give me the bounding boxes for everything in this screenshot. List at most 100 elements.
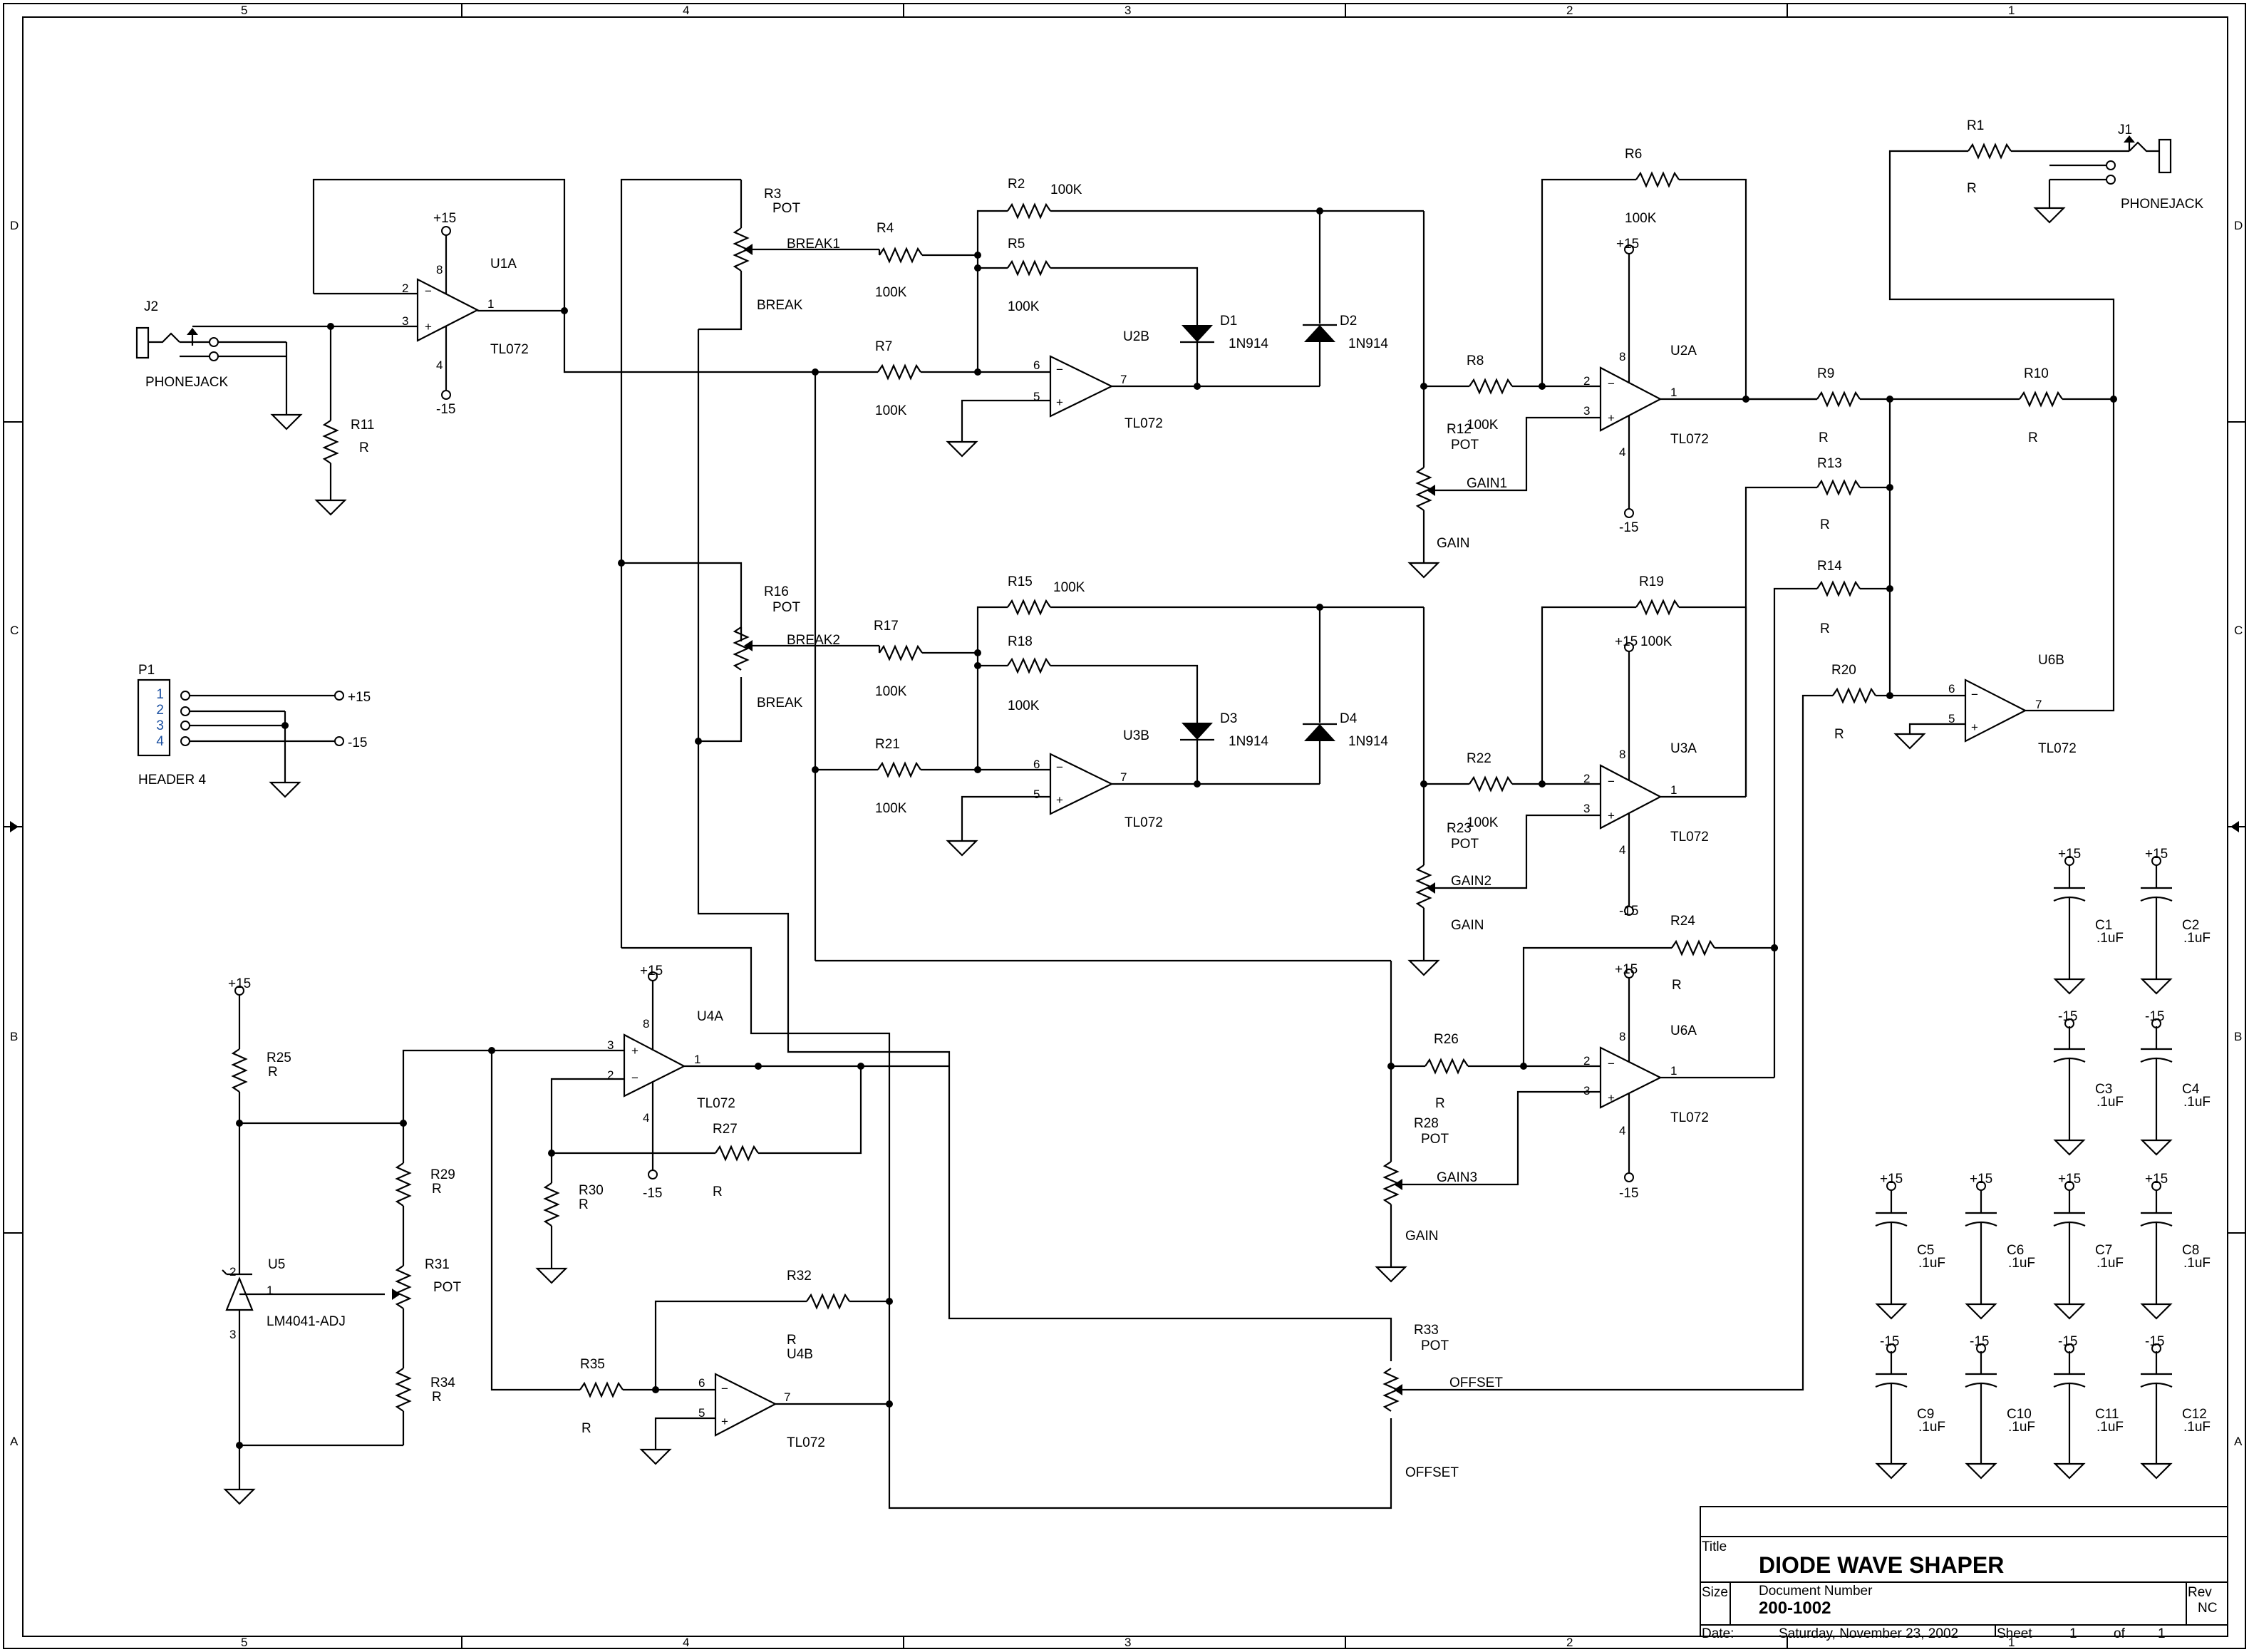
- svg-text:of: of: [2114, 1626, 2126, 1641]
- opamp-u4b: 6 5 7 − + U4B TL072: [640, 1347, 893, 1465]
- resistor-r8: R8 100K: [1420, 211, 1601, 433]
- diode-d1: D1 1N914: [1180, 314, 1268, 386]
- svg-text:2: 2: [1583, 374, 1590, 388]
- svg-text:R: R: [1435, 1096, 1445, 1111]
- svg-text:J1: J1: [2118, 123, 2132, 138]
- svg-text:100K: 100K: [1008, 698, 1040, 713]
- svg-text:5: 5: [241, 4, 247, 17]
- capacitor-c10: -15 C10 .1uF: [1964, 1334, 2035, 1480]
- header-p1: 1 2 3 4 +15 -15 P1 HEADER 4: [137, 663, 371, 798]
- svg-text:R34: R34: [430, 1375, 455, 1390]
- svg-text:TL072: TL072: [1670, 1110, 1709, 1125]
- svg-text:100K: 100K: [1640, 634, 1672, 649]
- opamp-u6b: 6 5 7 − + U6B TL072: [1888, 150, 2115, 756]
- svg-text:4: 4: [683, 1636, 689, 1649]
- resistor-r35: R35 R: [490, 1050, 715, 1436]
- svg-text:C7: C7: [2095, 1243, 2112, 1258]
- svg-text:A: A: [10, 1435, 19, 1448]
- pot-r16: R16 POT BREAK2 BREAK: [733, 584, 879, 711]
- svg-text:R: R: [579, 1197, 589, 1212]
- svg-text:C: C: [10, 624, 19, 637]
- resistor-r11: R11 R: [315, 323, 374, 516]
- svg-text:BREAK1: BREAK1: [787, 237, 840, 252]
- resistor-r30: R30 R: [536, 1153, 604, 1284]
- svg-text:+15: +15: [2058, 1172, 2081, 1187]
- svg-text:-15: -15: [2145, 1334, 2164, 1349]
- svg-text:R30: R30: [579, 1183, 604, 1198]
- svg-text:A: A: [2234, 1435, 2243, 1448]
- svg-text:4: 4: [683, 4, 689, 17]
- svg-text:R: R: [787, 1333, 797, 1348]
- resistor-r22: R22 100K: [1420, 607, 1601, 830]
- svg-text:5: 5: [1033, 390, 1040, 403]
- svg-text:R4: R4: [877, 221, 894, 236]
- svg-text:C6: C6: [2007, 1243, 2024, 1258]
- svg-text:-15: -15: [2058, 1334, 2077, 1349]
- svg-text:R: R: [1834, 727, 1844, 742]
- svg-text:4: 4: [1619, 843, 1625, 857]
- opamp-u3a: 2 3 1 8 4 − + +15 -15 U3A TL072 R19 100K: [1541, 574, 1747, 919]
- svg-text:R11: R11: [351, 418, 374, 433]
- svg-text:+: +: [425, 320, 432, 334]
- date: Saturday, November 23, 2002: [1779, 1626, 1958, 1641]
- capacitor-c5: +15 C5 .1uF: [1874, 1172, 1945, 1320]
- svg-text:Rev: Rev: [2188, 1585, 2212, 1600]
- svg-text:100K: 100K: [1625, 211, 1657, 226]
- resistor-r29: R29 R: [395, 1123, 455, 1266]
- svg-text:U4B: U4B: [787, 1347, 813, 1362]
- svg-text:U1A: U1A: [490, 257, 517, 272]
- svg-text:BREAK: BREAK: [757, 298, 803, 313]
- svg-text:−: −: [1608, 1057, 1615, 1070]
- svg-text:R17: R17: [874, 619, 899, 634]
- resistor-r25: +15 R25 R: [228, 976, 407, 1127]
- svg-text:Sheet: Sheet: [1997, 1626, 2032, 1641]
- svg-text:Document Number: Document Number: [1759, 1584, 1873, 1599]
- svg-text:GAIN3: GAIN3: [1437, 1170, 1477, 1185]
- title-block: Title DIODE WAVE SHAPER Size Document Nu…: [1700, 1506, 2228, 1641]
- svg-text:POT: POT: [1451, 438, 1479, 453]
- title-label: Title: [1702, 1539, 1727, 1554]
- svg-text:C2: C2: [2182, 918, 2199, 933]
- svg-text:R24: R24: [1670, 914, 1695, 929]
- svg-text:1: 1: [1670, 1064, 1677, 1078]
- svg-text:2: 2: [1583, 772, 1590, 785]
- svg-text:R35: R35: [580, 1357, 605, 1372]
- svg-text:+15: +15: [2145, 1172, 2168, 1187]
- svg-text:POT: POT: [772, 600, 800, 615]
- svg-text:8: 8: [1619, 350, 1625, 363]
- svg-text:+15: +15: [2145, 847, 2168, 862]
- svg-text:2: 2: [156, 703, 164, 718]
- svg-text:R1: R1: [1967, 118, 1984, 133]
- svg-text:8: 8: [1619, 748, 1625, 761]
- svg-text:.1uF: .1uF: [2008, 1256, 2035, 1271]
- pot-r3: R3 POT BREAK1 BREAK: [733, 180, 879, 313]
- svg-text:4: 4: [643, 1111, 649, 1125]
- resistor-r9: R9 R: [1746, 366, 2020, 445]
- svg-text:TL072: TL072: [490, 342, 529, 357]
- resistor-r21: R21 100K: [875, 737, 1050, 816]
- svg-text:100K: 100K: [1008, 299, 1040, 314]
- svg-text:1N914: 1N914: [1348, 734, 1388, 749]
- svg-text:4: 4: [156, 734, 164, 749]
- svg-text:+15: +15: [1970, 1172, 1992, 1187]
- svg-text:+: +: [1056, 396, 1063, 409]
- svg-text:+15: +15: [640, 964, 663, 979]
- svg-text:J2: J2: [144, 299, 158, 314]
- svg-text:R9: R9: [1817, 366, 1834, 381]
- svg-text:GAIN2: GAIN2: [1451, 874, 1491, 889]
- drawing-title: DIODE WAVE SHAPER: [1759, 1552, 2004, 1578]
- svg-text:PHONEJACK: PHONEJACK: [2121, 197, 2203, 212]
- svg-text:8: 8: [436, 263, 443, 277]
- svg-text:+15: +15: [2058, 847, 2081, 862]
- svg-text:8: 8: [643, 1017, 649, 1031]
- svg-text:.1uF: .1uF: [2097, 1256, 2124, 1271]
- sheet-border: [3, 3, 2246, 1649]
- svg-text:D: D: [2234, 219, 2243, 232]
- resistor-r18: R18 100K: [974, 634, 1199, 723]
- svg-text:2: 2: [1566, 1636, 1573, 1649]
- svg-text:R33: R33: [1414, 1323, 1439, 1338]
- svg-text:+: +: [721, 1415, 728, 1428]
- svg-text:4: 4: [436, 358, 443, 372]
- svg-text:C3: C3: [2095, 1082, 2112, 1097]
- svg-text:1N914: 1N914: [1348, 336, 1388, 351]
